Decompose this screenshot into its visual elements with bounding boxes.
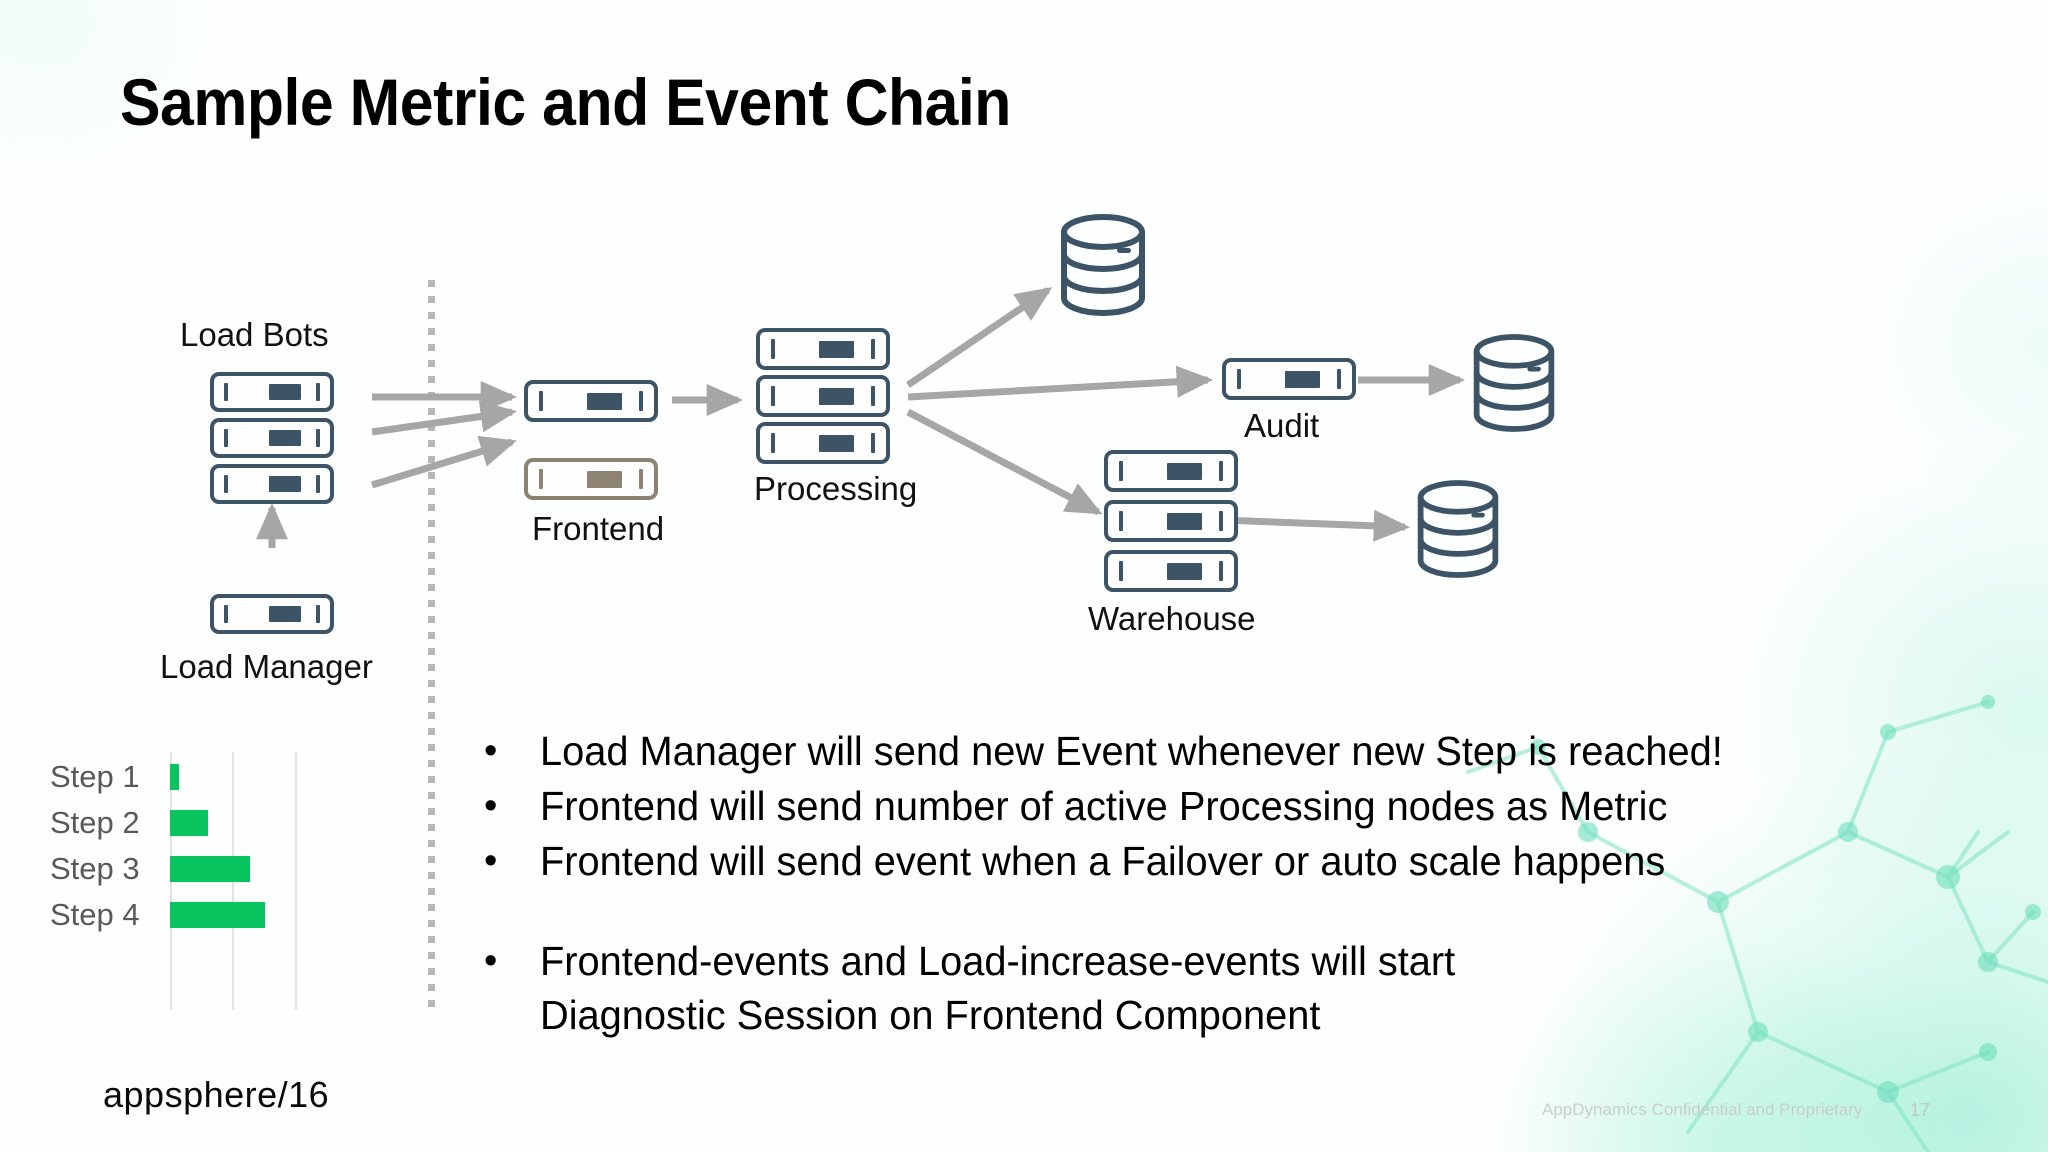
server-indicator-icon <box>1167 512 1203 530</box>
chart-bar-step-4 <box>170 902 265 928</box>
server-tick-right-icon <box>1218 511 1223 531</box>
processing-label: Processing <box>754 470 918 507</box>
chart-bar-step-2 <box>170 810 208 836</box>
server-indicator-icon <box>587 470 623 488</box>
step-progress-bar-chart: Step 1 Step 2 Step 3 Step 4 <box>50 752 360 1010</box>
server-indicator-icon <box>268 384 301 400</box>
load-bot-node-1[interactable] <box>210 372 334 412</box>
server-indicator-icon <box>1167 462 1203 480</box>
chart-category-label: Step 3 <box>50 851 140 886</box>
confidentiality-notice: AppDynamics Confidential and Proprietary <box>1542 1100 1863 1119</box>
server-tick-left-icon <box>539 391 544 411</box>
server-tick-left-icon <box>1119 461 1124 481</box>
warehouse-node-1[interactable] <box>1104 450 1238 492</box>
load-manager-node[interactable] <box>210 594 334 634</box>
server-tick-left-icon <box>771 386 776 406</box>
server-tick-left-icon <box>224 428 229 448</box>
database-icon-audit <box>1473 334 1555 432</box>
bullet-marker-icon: • <box>484 785 498 827</box>
bullet-marker-icon: • <box>484 840 498 882</box>
chart-row-step-3: Step 3 <box>50 846 360 892</box>
server-indicator-icon <box>1285 370 1321 388</box>
audit-node[interactable] <box>1222 358 1356 400</box>
bullet-item-2: • Frontend will send number of active Pr… <box>478 779 1898 833</box>
chart-bar-track <box>170 754 360 800</box>
server-tick-right-icon <box>1218 561 1223 581</box>
chart-bar-track <box>170 800 360 846</box>
chart-row-step-4: Step 4 <box>50 892 360 938</box>
server-tick-right-icon <box>638 391 643 411</box>
bullet-text: Frontend will send event when a Failover… <box>540 838 1666 884</box>
frontend-primary-node[interactable] <box>524 380 658 422</box>
bullet-marker-icon: • <box>484 730 498 772</box>
server-indicator-icon <box>587 392 623 410</box>
bullet-list: • Load Manager will send new Event whene… <box>478 724 1898 1043</box>
chart-bar-step-3 <box>170 856 250 882</box>
warehouse-label: Warehouse <box>1088 600 1256 637</box>
load-bot-node-2[interactable] <box>210 418 334 458</box>
server-tick-right-icon <box>1218 461 1223 481</box>
chart-row-step-2: Step 2 <box>50 800 360 846</box>
server-tick-left-icon <box>224 382 229 402</box>
chart-row-step-1: Step 1 <box>50 754 360 800</box>
bullet-text: Frontend will send number of active Proc… <box>540 783 1668 829</box>
processing-node-1[interactable] <box>756 328 890 370</box>
chart-bar-track <box>170 892 360 938</box>
server-tick-left-icon <box>1237 369 1242 389</box>
bullet-text: Frontend-events and Load-increase-events… <box>540 938 1456 1038</box>
load-manager-label: Load Manager <box>160 648 373 685</box>
server-tick-left-icon <box>224 604 229 624</box>
server-indicator-icon <box>1167 562 1203 580</box>
chart-bar-step-1 <box>170 764 179 790</box>
chart-gridline-2 <box>295 752 297 1010</box>
processing-node-2[interactable] <box>756 375 890 417</box>
server-tick-right-icon <box>1336 369 1341 389</box>
warehouse-node-2[interactable] <box>1104 500 1238 542</box>
processing-node-3[interactable] <box>756 422 890 464</box>
chart-category-label: Step 1 <box>50 759 140 794</box>
server-indicator-icon <box>819 340 855 358</box>
frontend-label: Frontend <box>532 510 665 547</box>
load-bot-node-3[interactable] <box>210 464 334 504</box>
server-tick-right-icon <box>638 469 643 489</box>
server-tick-right-icon <box>870 386 875 406</box>
server-indicator-icon <box>268 430 301 446</box>
server-tick-right-icon <box>870 339 875 359</box>
server-tick-left-icon <box>224 474 229 494</box>
frontend-standby-node[interactable] <box>524 458 658 500</box>
server-tick-left-icon <box>771 339 776 359</box>
load-bots-label: Load Bots <box>180 316 329 353</box>
server-indicator-icon <box>268 476 301 492</box>
server-tick-right-icon <box>315 382 320 402</box>
server-tick-left-icon <box>1119 561 1124 581</box>
server-tick-right-icon <box>315 474 320 494</box>
page-title: Sample Metric and Event Chain <box>120 65 1011 139</box>
chart-category-label: Step 2 <box>50 805 140 840</box>
database-icon-warehouse <box>1417 480 1499 578</box>
server-tick-left-icon <box>539 469 544 489</box>
server-indicator-icon <box>819 434 855 452</box>
server-tick-left-icon <box>771 433 776 453</box>
server-tick-right-icon <box>315 604 320 624</box>
bullet-marker-icon: • <box>484 940 498 982</box>
page-number: 17 <box>1910 1100 1931 1120</box>
chart-bar-track <box>170 846 360 892</box>
server-indicator-icon <box>268 606 301 622</box>
server-indicator-icon <box>819 387 855 405</box>
server-tick-right-icon <box>315 428 320 448</box>
bullet-item-1: • Load Manager will send new Event whene… <box>478 724 1898 778</box>
vertical-dotted-divider <box>428 280 435 1010</box>
appsphere-logo: appsphere/16 <box>103 1074 330 1115</box>
warehouse-node-3[interactable] <box>1104 550 1238 592</box>
database-icon-top <box>1061 214 1145 316</box>
bullet-item-3: • Frontend will send event when a Failov… <box>478 834 1898 888</box>
audit-label: Audit <box>1244 407 1320 444</box>
bullet-item-4: • Frontend-events and Load-increase-even… <box>478 934 1898 1042</box>
chart-category-label: Step 4 <box>50 897 140 932</box>
server-tick-right-icon <box>870 433 875 453</box>
bullet-text: Load Manager will send new Event wheneve… <box>540 728 1723 774</box>
server-tick-left-icon <box>1119 511 1124 531</box>
